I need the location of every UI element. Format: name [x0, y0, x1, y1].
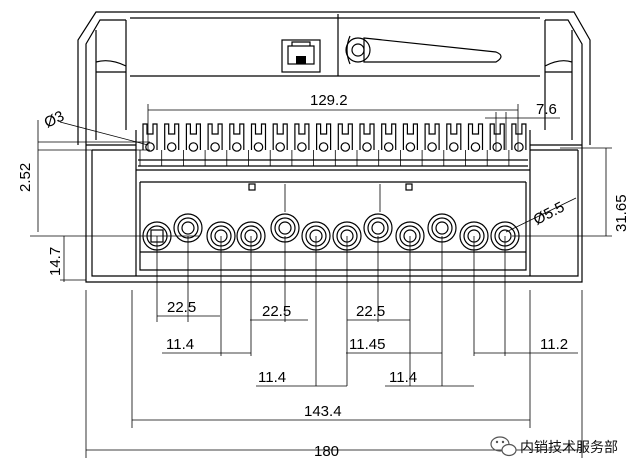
small-terminal: [248, 123, 267, 166]
small-terminal: [334, 123, 353, 166]
small-terminal: [378, 123, 397, 166]
dim-180: 180: [314, 443, 339, 460]
dim-11-4-left: 11.4: [166, 336, 194, 353]
small-terminal-row: [138, 123, 528, 167]
small-terminal: [465, 123, 484, 166]
small-terminal: [356, 123, 375, 166]
dimension-lines: [30, 104, 612, 458]
dim-22-5-right: 22.5: [356, 303, 385, 320]
small-terminal: [139, 123, 158, 166]
dim-22-5-left: 22.5: [167, 299, 196, 316]
watermark: 内销技术服务部: [490, 436, 618, 457]
small-terminal: [443, 123, 462, 166]
watermark-text: 内销技术服务部: [520, 440, 618, 456]
small-terminal: [291, 123, 310, 166]
small-terminal: [269, 123, 288, 166]
antenna-icon: [345, 35, 502, 65]
small-terminal: [226, 123, 245, 166]
dim-22-5-middle: 22.5: [262, 303, 291, 320]
small-terminal: [183, 123, 201, 166]
dim-11-45: 11.45: [349, 336, 385, 353]
housing-outline: [77, 11, 591, 283]
dim-11-2: 11.2: [540, 336, 568, 353]
small-terminal: [486, 123, 505, 166]
small-terminal: [313, 123, 332, 166]
dim-7-6: 7.6: [536, 101, 557, 118]
dim-143-4: 143.4: [304, 403, 342, 420]
dim-2-52: 2.52: [17, 163, 34, 192]
small-terminal: [204, 123, 223, 166]
dim-11-4-lower-right: 11.4: [389, 369, 417, 386]
small-terminal: [161, 123, 180, 166]
rj45-port-icon: [281, 39, 321, 73]
dim-129-2: 129.2: [310, 92, 348, 109]
small-terminal: [421, 123, 440, 166]
dim-diameter-5-5: Ø5.5: [531, 199, 568, 229]
dim-31-65: 31.65: [613, 194, 630, 232]
large-terminal-row: [142, 213, 520, 251]
dim-14-7: 14.7: [47, 247, 64, 276]
wechat-icon: [490, 436, 517, 457]
dim-11-4-lower-left: 11.4: [258, 369, 286, 386]
small-terminal: [508, 123, 527, 166]
small-terminal: [400, 123, 418, 166]
dim-diameter-3: Ø3: [42, 108, 67, 132]
